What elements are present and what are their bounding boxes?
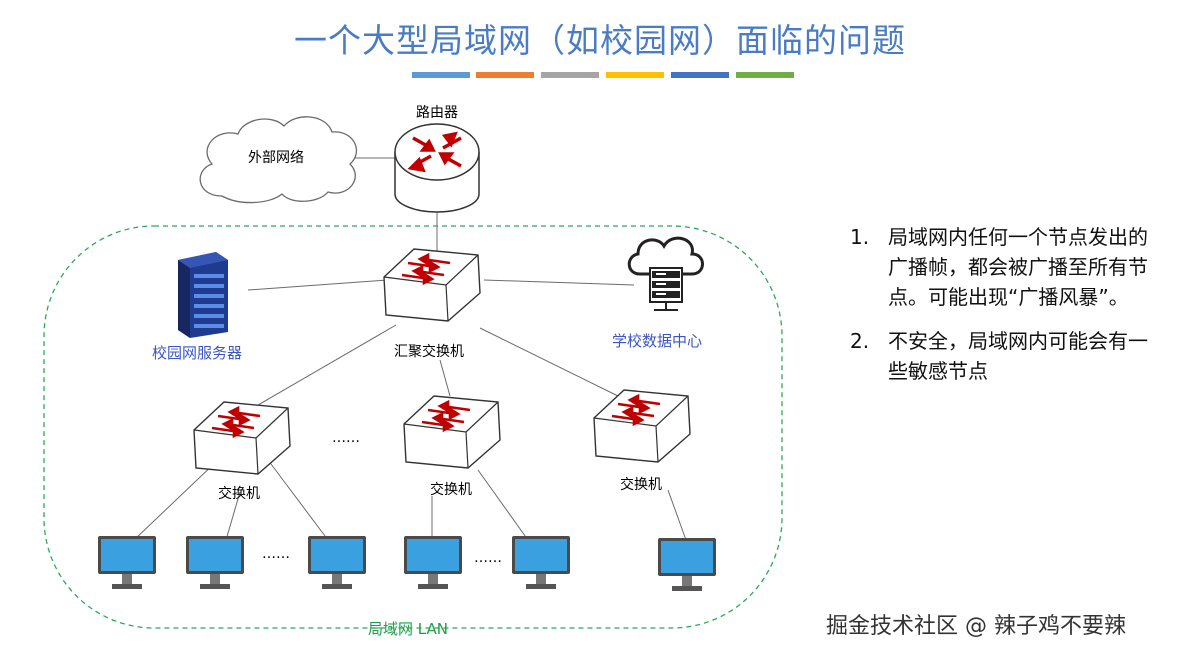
note-item: 1. 局域网内任何一个节点发出的广播帧，都会被广播至所有节点。可能出现“广播风暴… [850,222,1150,312]
note-number: 2. [850,329,870,353]
monitor-icon [404,536,462,589]
link-swl-pc2 [225,491,241,541]
note-item: 2. 不安全，局域网内可能会有一些敏感节点 [850,326,1150,386]
monitor-icon [658,538,716,591]
title-bar-5 [671,72,729,78]
router-label: 路由器 [416,105,458,121]
switch-icon [193,401,291,475]
switch-left-label: 交换机 [218,485,260,502]
monitor-icon [98,536,156,589]
link-core-switch-right [479,327,619,397]
cloud-icon [199,116,358,204]
switch-right-label: 交换机 [620,476,662,493]
switch-mid-label: 交换机 [430,481,472,498]
link-swl-pc1 [133,459,219,541]
title-bar-1 [412,72,470,78]
connection-lines [133,157,687,541]
title-bar-6 [736,72,794,78]
switch-icon [403,395,501,469]
lan-label: 局域网 LAN [368,620,448,638]
switch-icon [593,389,691,463]
link-core-switch-left [245,324,397,413]
server-rack-icon [178,252,228,338]
campus-server-label: 校园网服务器 [152,344,242,362]
link-swl-pc3 [267,459,329,541]
switch-icon [383,248,481,322]
router-icon [394,123,480,213]
monitor-icon [512,536,570,589]
notes-list: 1. 局域网内任何一个节点发出的广播帧，都会被广播至所有节点。可能出现“广播风暴… [850,222,1150,400]
link-swm-pc5 [477,469,529,541]
link-core-datacenter [483,279,635,286]
title-bar-3 [541,72,599,78]
credit-watermark: 掘金技术社区 @ 辣子鸡不要辣 [826,614,1126,639]
note-text: 不安全，局域网内可能会有一些敏感节点 [888,329,1148,383]
note-number: 1. [850,225,870,249]
ellipsis-pcs-left: …… [262,546,290,562]
title-bar-2 [476,72,534,78]
link-core-server [247,279,389,291]
title-bar-4 [606,72,664,78]
monitor-icon [186,536,244,589]
note-text: 局域网内任何一个节点发出的广播帧，都会被广播至所有节点。可能出现“广播风暴”。 [888,225,1148,309]
core-switch-label: 汇聚交换机 [394,343,464,360]
slide-title: 一个大型局域网（如校园网）面临的问题 [294,21,906,60]
external-network-label: 外部网络 [248,150,304,166]
data-center-label: 学校数据中心 [612,332,702,350]
ellipsis-switches: …… [332,430,360,446]
cloud-server-icon [627,236,704,311]
monitor-icon [308,536,366,589]
ellipsis-pcs-mid: …… [474,550,502,566]
link-swr-pc6 [667,489,687,541]
link-core-switch-mid [439,359,451,397]
